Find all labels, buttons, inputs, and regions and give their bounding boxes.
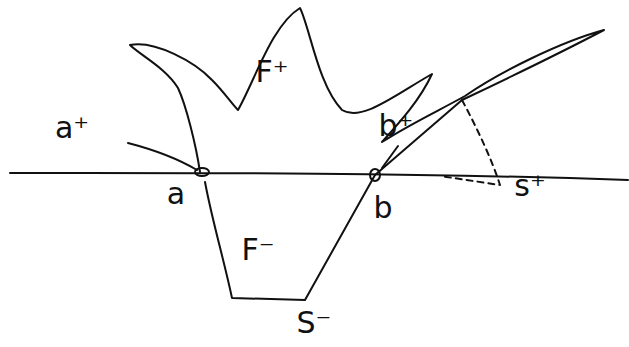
point-label: s⁺	[514, 171, 545, 201]
point-label: b	[373, 193, 392, 223]
point-label: F⁺	[255, 57, 288, 87]
lower-region-outline	[205, 175, 375, 300]
dashed-extension	[440, 100, 500, 185]
point-label: F⁻	[241, 235, 274, 265]
leader-line	[382, 146, 398, 168]
point-label: a⁺	[55, 113, 89, 143]
point-label: a	[167, 179, 185, 209]
point-label: S⁻	[297, 308, 332, 338]
point-marker	[195, 168, 209, 176]
leader-line	[128, 143, 197, 170]
upper-region-outline	[130, 8, 604, 175]
point-marker	[370, 169, 380, 181]
point-label: b⁺	[379, 111, 414, 141]
